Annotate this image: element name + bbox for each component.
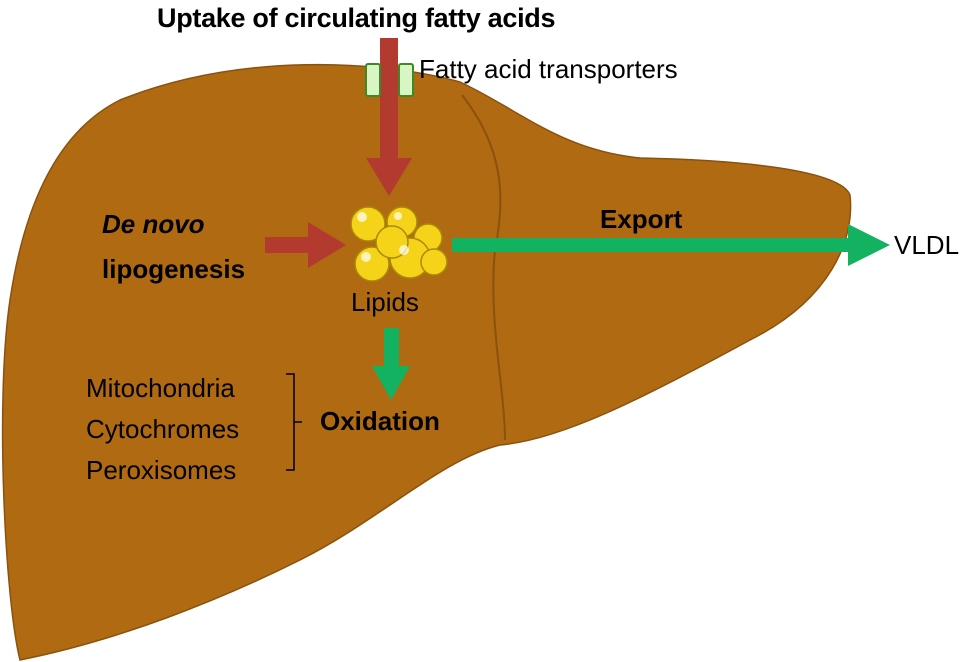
uptake-arrow <box>366 38 412 196</box>
organelle-peroxisomes: Peroxisomes <box>86 455 237 485</box>
lipogenesis-arrow <box>265 222 346 268</box>
organelles-bracket <box>286 373 302 471</box>
de-novo-label: De novo <box>102 209 205 239</box>
export-arrow <box>452 224 890 266</box>
organelle-list: Mitochondria Cytochromes Peroxisomes <box>86 368 239 491</box>
organelle-mitochondria: Mitochondria <box>86 373 235 403</box>
liver-shape <box>1 63 852 661</box>
transporters-label: Fatty acid transporters <box>419 54 678 84</box>
lipid-droplets-icon <box>350 206 448 282</box>
transporter-left <box>365 63 381 97</box>
transporter-right <box>398 63 414 97</box>
vldl-label: VLDL <box>894 230 960 260</box>
lipids-label: Lipids <box>351 287 419 317</box>
export-label: Export <box>600 204 683 234</box>
oxidation-label: Oxidation <box>320 406 440 436</box>
uptake-title: Uptake of circulating fatty acids <box>157 3 556 33</box>
oxidation-arrow <box>372 328 410 400</box>
lipogenesis-label: lipogenesis <box>102 254 246 284</box>
organelle-cytochromes: Cytochromes <box>86 414 240 444</box>
